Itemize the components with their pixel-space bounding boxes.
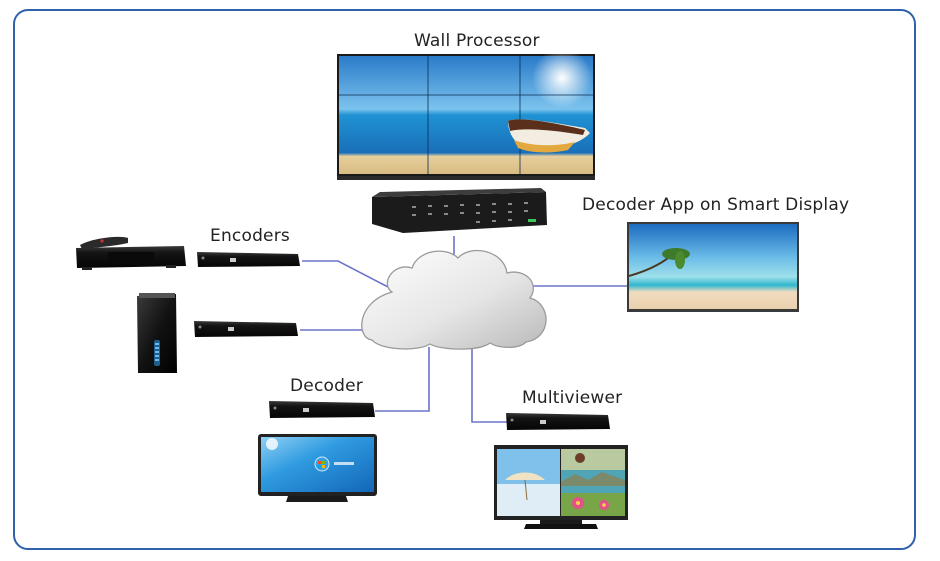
- multiviewer-monitor: [494, 445, 628, 529]
- label-encoders: Encoders: [210, 226, 290, 246]
- quad-pane-flowers: [561, 493, 625, 516]
- remote-control: [80, 236, 128, 249]
- encoder-1: [197, 252, 300, 267]
- pc-tower: [137, 293, 177, 373]
- network-links: [300, 236, 628, 423]
- label-decoder-app: Decoder App on Smart Display: [582, 195, 850, 215]
- quad-pane-portrait: [561, 449, 625, 470]
- boat-image: [508, 119, 590, 153]
- link-encoder1-cloud: [302, 260, 391, 289]
- decoder-monitor: [258, 434, 377, 502]
- label-multiviewer: Multiviewer: [522, 388, 623, 408]
- network-cloud-icon: [361, 249, 547, 350]
- decoder-unit: [269, 401, 375, 418]
- link-cloud-multiviewer: [471, 347, 508, 423]
- video-wall: [337, 48, 595, 180]
- smart-display: [627, 222, 799, 312]
- encoder-2: [194, 321, 298, 337]
- diagram-frame: [13, 9, 916, 550]
- label-wall-processor: Wall Processor: [414, 31, 540, 51]
- link-cloud-decoder: [375, 347, 430, 412]
- multiviewer-unit: [506, 413, 610, 430]
- wall-processor-chassis: [372, 188, 547, 233]
- label-decoder: Decoder: [290, 376, 363, 396]
- set-top-box: [76, 236, 186, 270]
